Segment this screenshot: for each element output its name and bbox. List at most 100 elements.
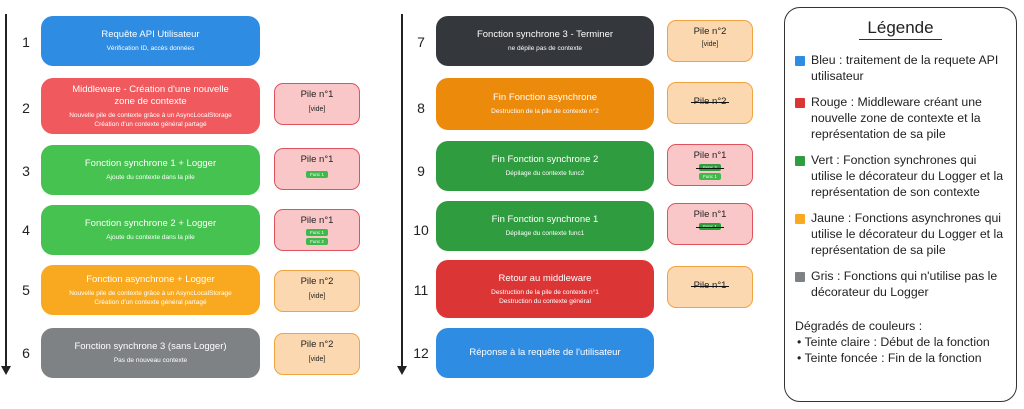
step-9-box: Fin Fonction synchrone 2 Dépilage du con… (436, 141, 654, 191)
legend-title: Légende (859, 18, 942, 40)
stack-title: Pile n°2 (300, 339, 334, 350)
legend-item-red: Rouge : Middleware créant une nouvelle z… (795, 94, 1006, 142)
step-12-box: Réponse à la requête de l'utilisateur (436, 328, 654, 378)
step-3-box: Fonction synchrone 1 + Logger Ajoute du … (41, 145, 260, 195)
stack-entry-chip: Func 1 (306, 229, 328, 236)
step-subtitle: Destruction de la pile de contexte n°1 (491, 288, 599, 296)
step-8-box: Fin Fonction asynchrone Destruction de l… (436, 78, 654, 130)
stack-box: Pile n°2 [vide] (274, 333, 360, 375)
stack-box: Pile n°1 [vide] (274, 83, 360, 125)
gradient-item: • Teinte claire : Début de la fonction (797, 335, 990, 349)
stack-value: [vide] (308, 356, 326, 363)
legend-swatch (795, 56, 805, 66)
stack-value: [vide] (308, 293, 326, 300)
step-4-box: Fonction synchrone 2 + Logger Ajoute du … (41, 205, 260, 255)
step-subtitle: Pas de nouveau contexte (113, 357, 188, 364)
step-title: Fin Fonction synchrone 1 (491, 214, 599, 225)
step-subtitle: Nouvelle pile de contexte grâce à un Asy… (69, 289, 232, 297)
step-subtitle: Ajoute du contexte dans la pile (106, 174, 195, 181)
step-title: Fonction asynchrone + Logger (86, 273, 215, 285)
legend-item-gray: Gris : Fonctions qui n'utilise pas le dé… (795, 268, 1006, 300)
stack-box: Pile n°2 [vide] (667, 20, 753, 62)
legend-text: Jaune : Fonctions asynchrones qui utilis… (811, 211, 1004, 257)
legend-swatch (795, 98, 805, 108)
gradient-item: • Teinte foncée : Fin de la fonction (797, 351, 982, 365)
stack-title: Pile n°1 (300, 154, 334, 165)
step-2-box: Middleware - Création d'une nouvelle zon… (41, 78, 260, 134)
stack-box: Pile n°1 Func 1 (667, 203, 753, 245)
step-number: 9 (417, 163, 425, 179)
step-title: Fonction synchrone 3 - Terminer (476, 29, 614, 40)
step-10-box: Fin Fonction synchrone 1 Dépilage du con… (436, 201, 654, 251)
stack-title: Pile n°1 (693, 150, 727, 161)
stack-value: [vide] (308, 106, 326, 113)
step-subtitle: Destruction du contexte général (499, 297, 591, 305)
step-5-box: Fonction asynchrone + Logger Nouvelle pi… (41, 265, 260, 315)
step-subtitle: Vérification ID, accès données (106, 45, 195, 52)
step-7-box: Fonction synchrone 3 - Terminer ne dépil… (436, 16, 654, 66)
step-number: 2 (22, 100, 30, 116)
step-number: 4 (22, 222, 30, 238)
legend-item-green: Vert : Fonction synchrones qui utilise l… (795, 152, 1006, 200)
step-subtitle: ne dépile pas de contexte (507, 45, 583, 52)
stack-entry-chip: Func 1 (306, 171, 328, 178)
stack-title-wrap: Pile n°2 (690, 96, 730, 107)
stack-title-wrap: Pile n°1 (690, 280, 730, 291)
step-number: 10 (413, 222, 429, 238)
stack-entry-chip: Func 2 (306, 238, 328, 245)
stack-title: Pile n°1 (690, 280, 730, 291)
stack-title: Pile n°2 (690, 96, 730, 107)
stack-box: Pile n°1 Func 1 Func 2 (274, 209, 360, 251)
legend-text: Bleu : traitement de la requete API util… (811, 53, 999, 83)
stack-title: Pile n°1 (300, 215, 334, 226)
step-1-box: Requête API Utilisateur Vérification ID,… (41, 16, 260, 66)
stack-box: Pile n°2 [vide] (274, 270, 360, 312)
step-6-box: Fonction synchrone 3 (sans Logger) Pas d… (41, 328, 260, 378)
step-subtitle: Création d'un contexte général partagé (94, 120, 207, 128)
step-title: Requête API Utilisateur (101, 29, 200, 40)
legend-panel: Légende Bleu : traitement de la requete … (784, 7, 1017, 402)
step-subtitle: Nouvelle pile de contexte grâce à un Asy… (69, 111, 232, 119)
legend-swatch (795, 156, 805, 166)
stack-entry-chip: Func 1 (699, 173, 721, 180)
step-title: Retour au middleware (498, 272, 592, 284)
legend-swatch (795, 214, 805, 224)
step-subtitle: Dépilage du contexte func2 (505, 170, 585, 177)
step-number: 3 (22, 163, 30, 179)
gradient-title: Dégradés de couleurs : (795, 319, 923, 333)
step-subtitle: Destruction de la pile de contexte n°2 (491, 108, 599, 115)
step-title: Fonction synchrone 1 + Logger (84, 158, 217, 169)
stack-value: [vide] (701, 41, 719, 48)
step-11-box: Retour au middleware Destruction de la p… (436, 260, 654, 318)
step-title: Fin Fonction synchrone 2 (491, 154, 599, 165)
step-title: Fin Fonction asynchrone (492, 92, 598, 103)
step-number: 6 (22, 345, 30, 361)
legend-text: Vert : Fonction synchrones qui utilise l… (811, 153, 1004, 199)
stack-box: Pile n°1 Func 2 Func 1 (667, 144, 753, 186)
legend-title-wrap: Légende (795, 18, 1006, 40)
step-title: Réponse à la requête de l'utilisateur (469, 347, 621, 358)
step-title: Fonction synchrone 3 (sans Logger) (74, 341, 227, 352)
legend-item-blue: Bleu : traitement de la requete API util… (795, 52, 1006, 84)
step-subtitle: Création d'un contexte général partagé (94, 298, 207, 306)
step-subtitle: Ajoute du contexte dans la pile (106, 234, 195, 241)
step-number: 5 (22, 282, 30, 298)
stack-box: Pile n°1 Func 1 (274, 148, 360, 190)
step-number: 12 (413, 345, 429, 361)
stack-title: Pile n°2 (300, 276, 334, 287)
step-number: 8 (417, 100, 425, 116)
stack-title: Pile n°1 (300, 89, 334, 100)
stack-title: Pile n°2 (693, 26, 727, 37)
stack-title: Pile n°1 (693, 209, 727, 220)
legend-swatch (795, 272, 805, 282)
stack-box: Pile n°2 (667, 82, 753, 124)
step-title: Middleware - Création d'une nouvelle zon… (72, 83, 229, 107)
legend-item-yellow: Jaune : Fonctions asynchrones qui utilis… (795, 210, 1006, 258)
stack-entry-chip: Func 1 (696, 223, 724, 230)
timeline-arrow-right (397, 14, 407, 376)
step-subtitle: Dépilage du contexte func1 (505, 230, 585, 237)
step-number: 1 (22, 34, 30, 50)
step-title: Fonction synchrone 2 + Logger (84, 218, 217, 229)
legend-text: Rouge : Middleware créant une nouvelle z… (811, 95, 982, 141)
step-number: 11 (413, 282, 429, 298)
